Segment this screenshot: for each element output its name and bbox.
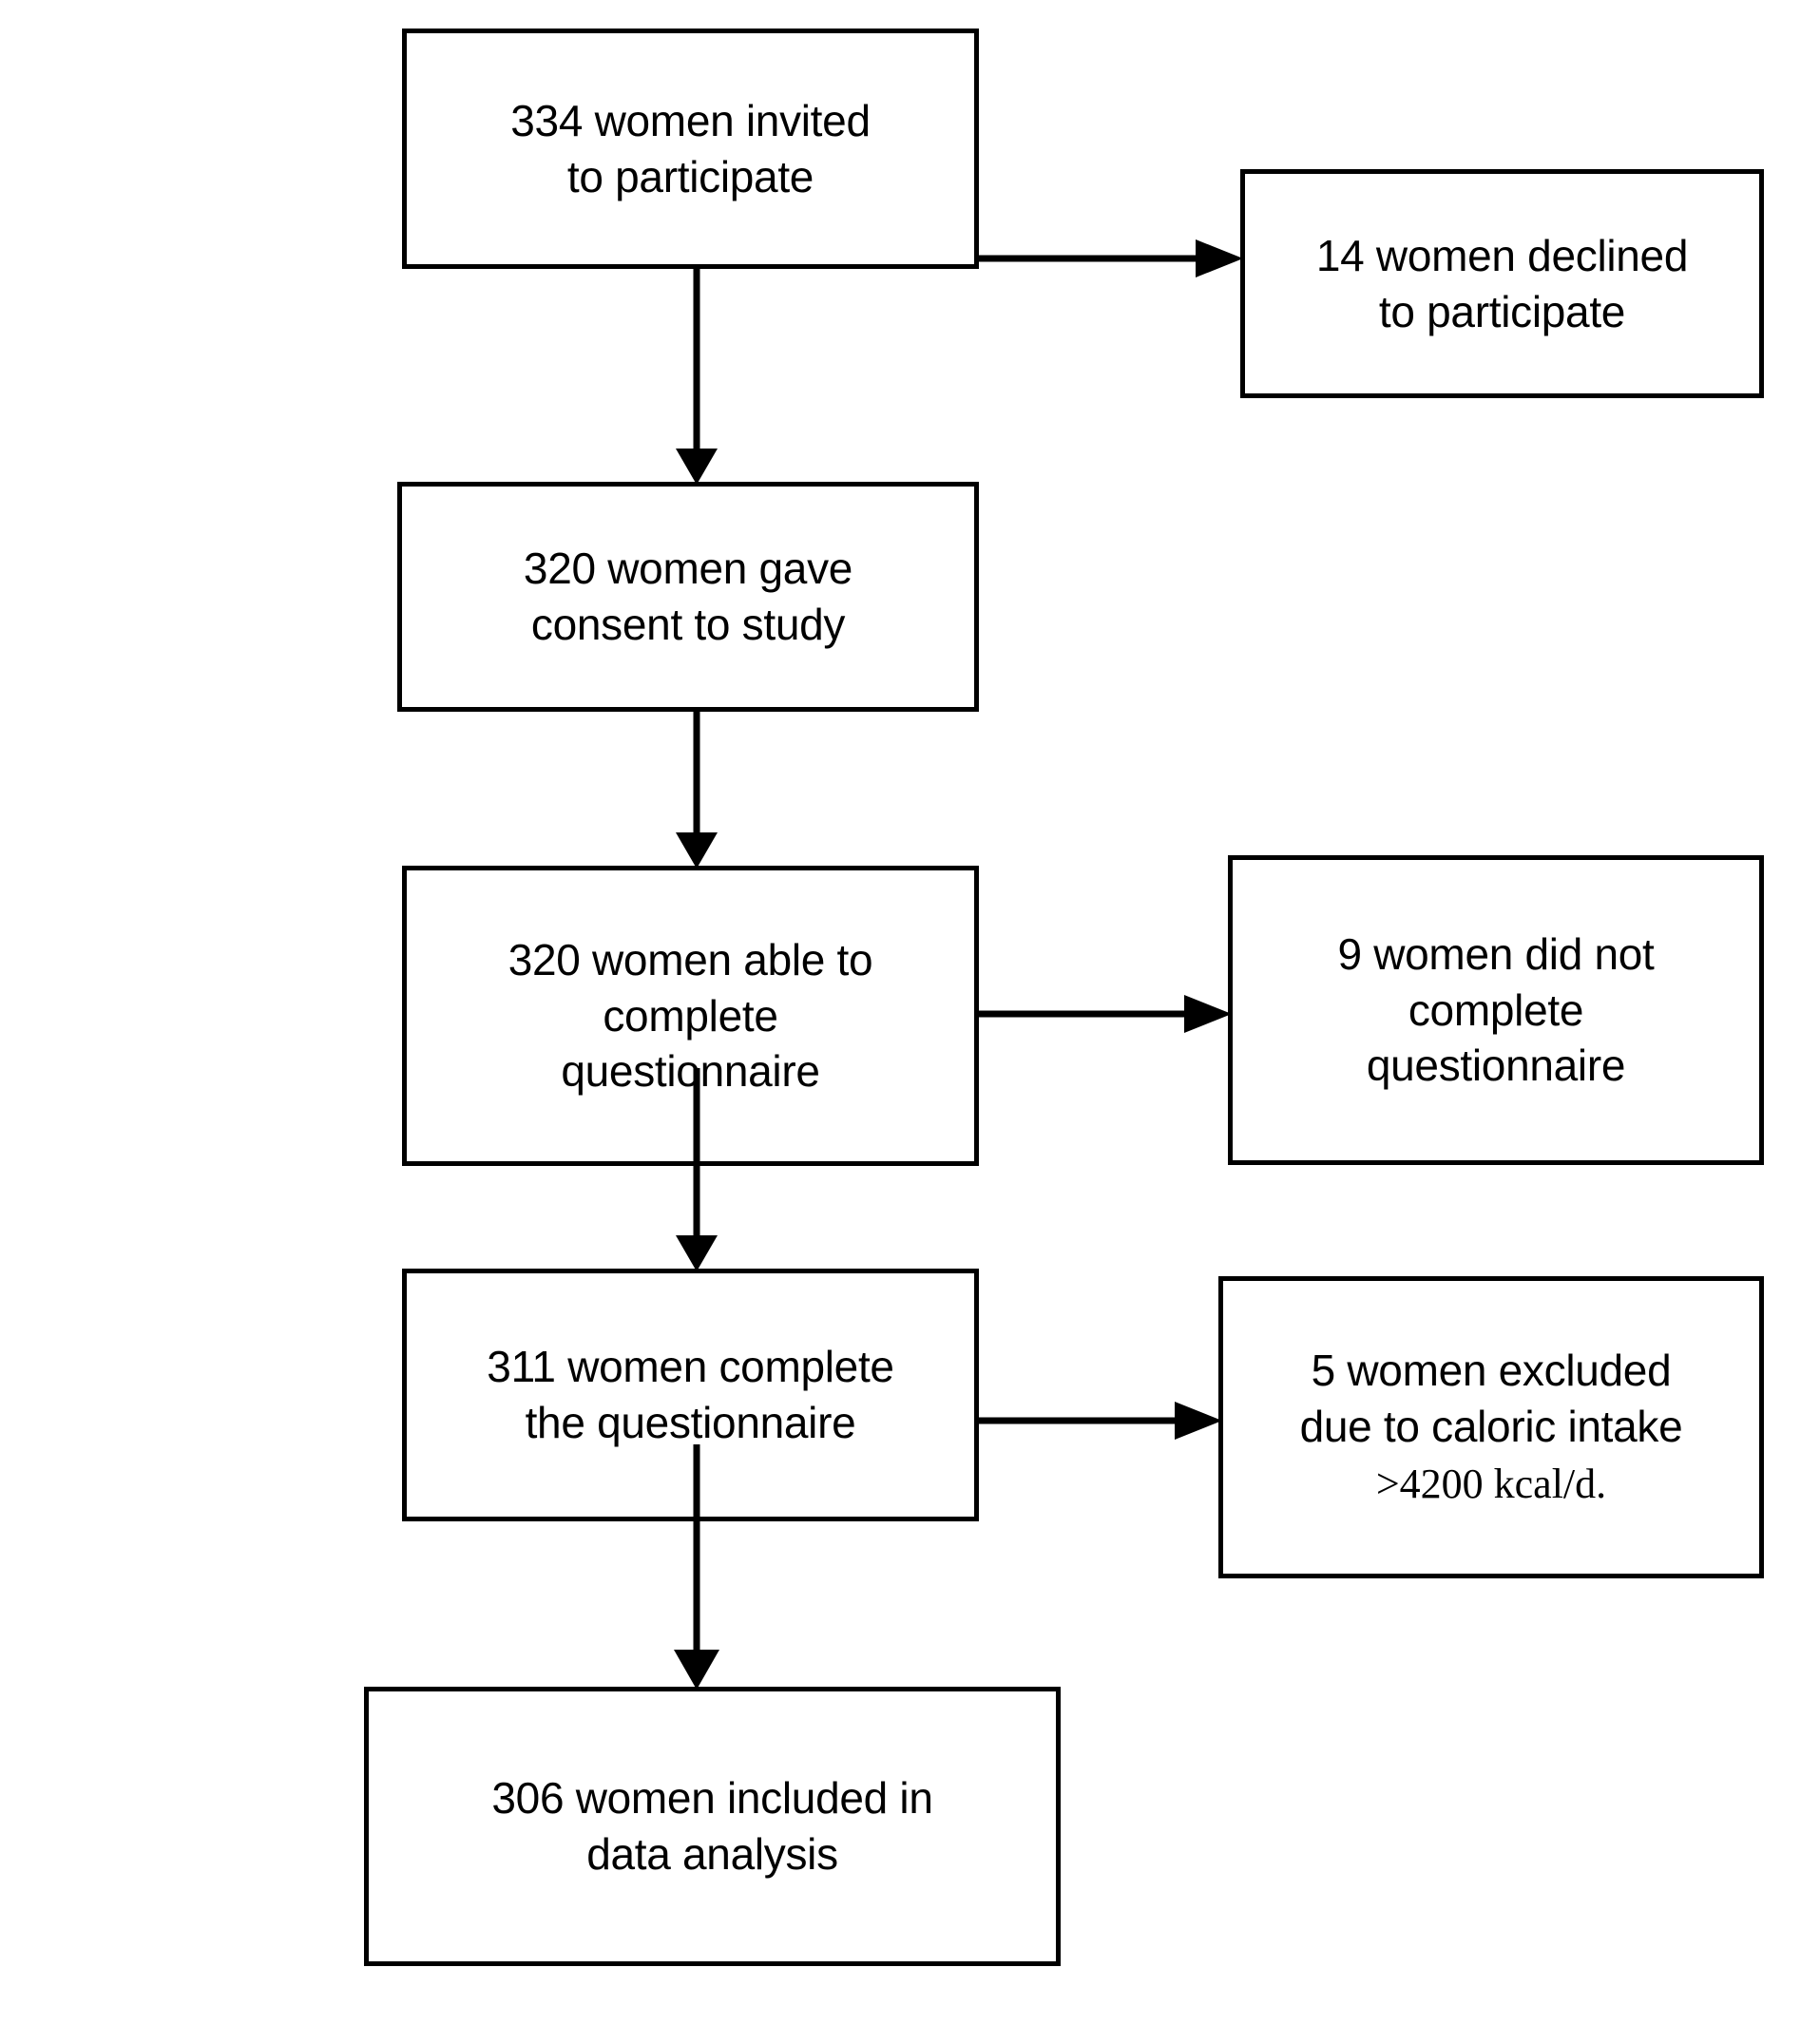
- node-declined-label: 14 women declined to participate: [1258, 228, 1746, 340]
- edge-consent-to-able: [670, 711, 723, 869]
- node-completed-line-1: 311 women complete: [487, 1342, 894, 1392]
- node-analysed-line-2: data analysis: [586, 1829, 838, 1879]
- node-consent-label: 320 women gave consent to study: [415, 541, 961, 653]
- node-consent-line-1: 320 women gave: [523, 544, 853, 594]
- arrow-down-icon: [674, 1444, 719, 1690]
- arrow-down-icon: [676, 268, 718, 485]
- node-consent: 320 women gave consent to study: [397, 482, 979, 712]
- node-declined-line-2: to participate: [1378, 286, 1626, 336]
- arrow-right-icon: [979, 239, 1243, 277]
- node-did-not-complete-line-1: 9 women did not: [1337, 928, 1655, 979]
- node-able-to-complete: 320 women able to complete questionnaire: [402, 866, 979, 1166]
- edge-invited-to-declined: [979, 234, 1245, 283]
- node-did-not-complete-line-2: complete: [1408, 984, 1584, 1035]
- edge-invited-to-consent: [670, 268, 723, 485]
- node-declined: 14 women declined to participate: [1240, 169, 1764, 398]
- node-able-to-complete-line-3: questionnaire: [561, 1046, 820, 1097]
- node-able-to-complete-label: 320 women able to complete questionnaire: [420, 932, 961, 1100]
- edge-completed-to-excluded: [979, 1396, 1224, 1445]
- node-completed-line-2: the questionnaire: [525, 1398, 856, 1447]
- node-invited-label: 334 women invited to participate: [420, 93, 961, 205]
- node-excluded-kcal-threshold: >4200 kcal/d.: [1375, 1461, 1607, 1508]
- node-excluded-label: 5 women excluded due to caloric intake >…: [1236, 1343, 1746, 1511]
- node-invited: 334 women invited to participate: [402, 29, 979, 269]
- edge-completed-to-analysed: [670, 1444, 723, 1690]
- arrow-down-icon: [676, 711, 718, 869]
- arrow-right-icon: [979, 995, 1232, 1033]
- node-completed-label: 311 women complete the questionnaire: [420, 1339, 961, 1451]
- node-able-to-complete-line-2: complete: [603, 990, 778, 1041]
- node-excluded: 5 women excluded due to caloric intake >…: [1218, 1276, 1764, 1578]
- node-excluded-line-2: due to caloric intake: [1299, 1402, 1683, 1452]
- node-analysed-line-1: 306 women included in: [491, 1773, 933, 1824]
- node-did-not-complete: 9 women did not complete questionnaire: [1228, 855, 1764, 1165]
- node-invited-line-1: 334 women invited: [510, 95, 871, 145]
- node-did-not-complete-label: 9 women did not complete questionnaire: [1246, 927, 1746, 1095]
- edge-able-to-did-not-complete: [979, 989, 1234, 1039]
- node-declined-line-1: 14 women declined: [1315, 230, 1689, 280]
- node-analysed-label: 306 women included in data analysis: [382, 1770, 1043, 1882]
- node-analysed: 306 women included in data analysis: [364, 1687, 1061, 1966]
- arrow-right-icon: [979, 1402, 1222, 1440]
- node-excluded-line-1: 5 women excluded: [1311, 1346, 1672, 1396]
- node-completed: 311 women complete the questionnaire: [402, 1269, 979, 1521]
- node-invited-line-2: to participate: [566, 151, 814, 201]
- node-did-not-complete-line-3: questionnaire: [1366, 1041, 1626, 1091]
- node-consent-line-2: consent to study: [530, 600, 846, 649]
- node-able-to-complete-line-1: 320 women able to: [508, 934, 873, 984]
- arrow-down-icon: [676, 1068, 718, 1271]
- edge-able-to-completed: [670, 1068, 723, 1271]
